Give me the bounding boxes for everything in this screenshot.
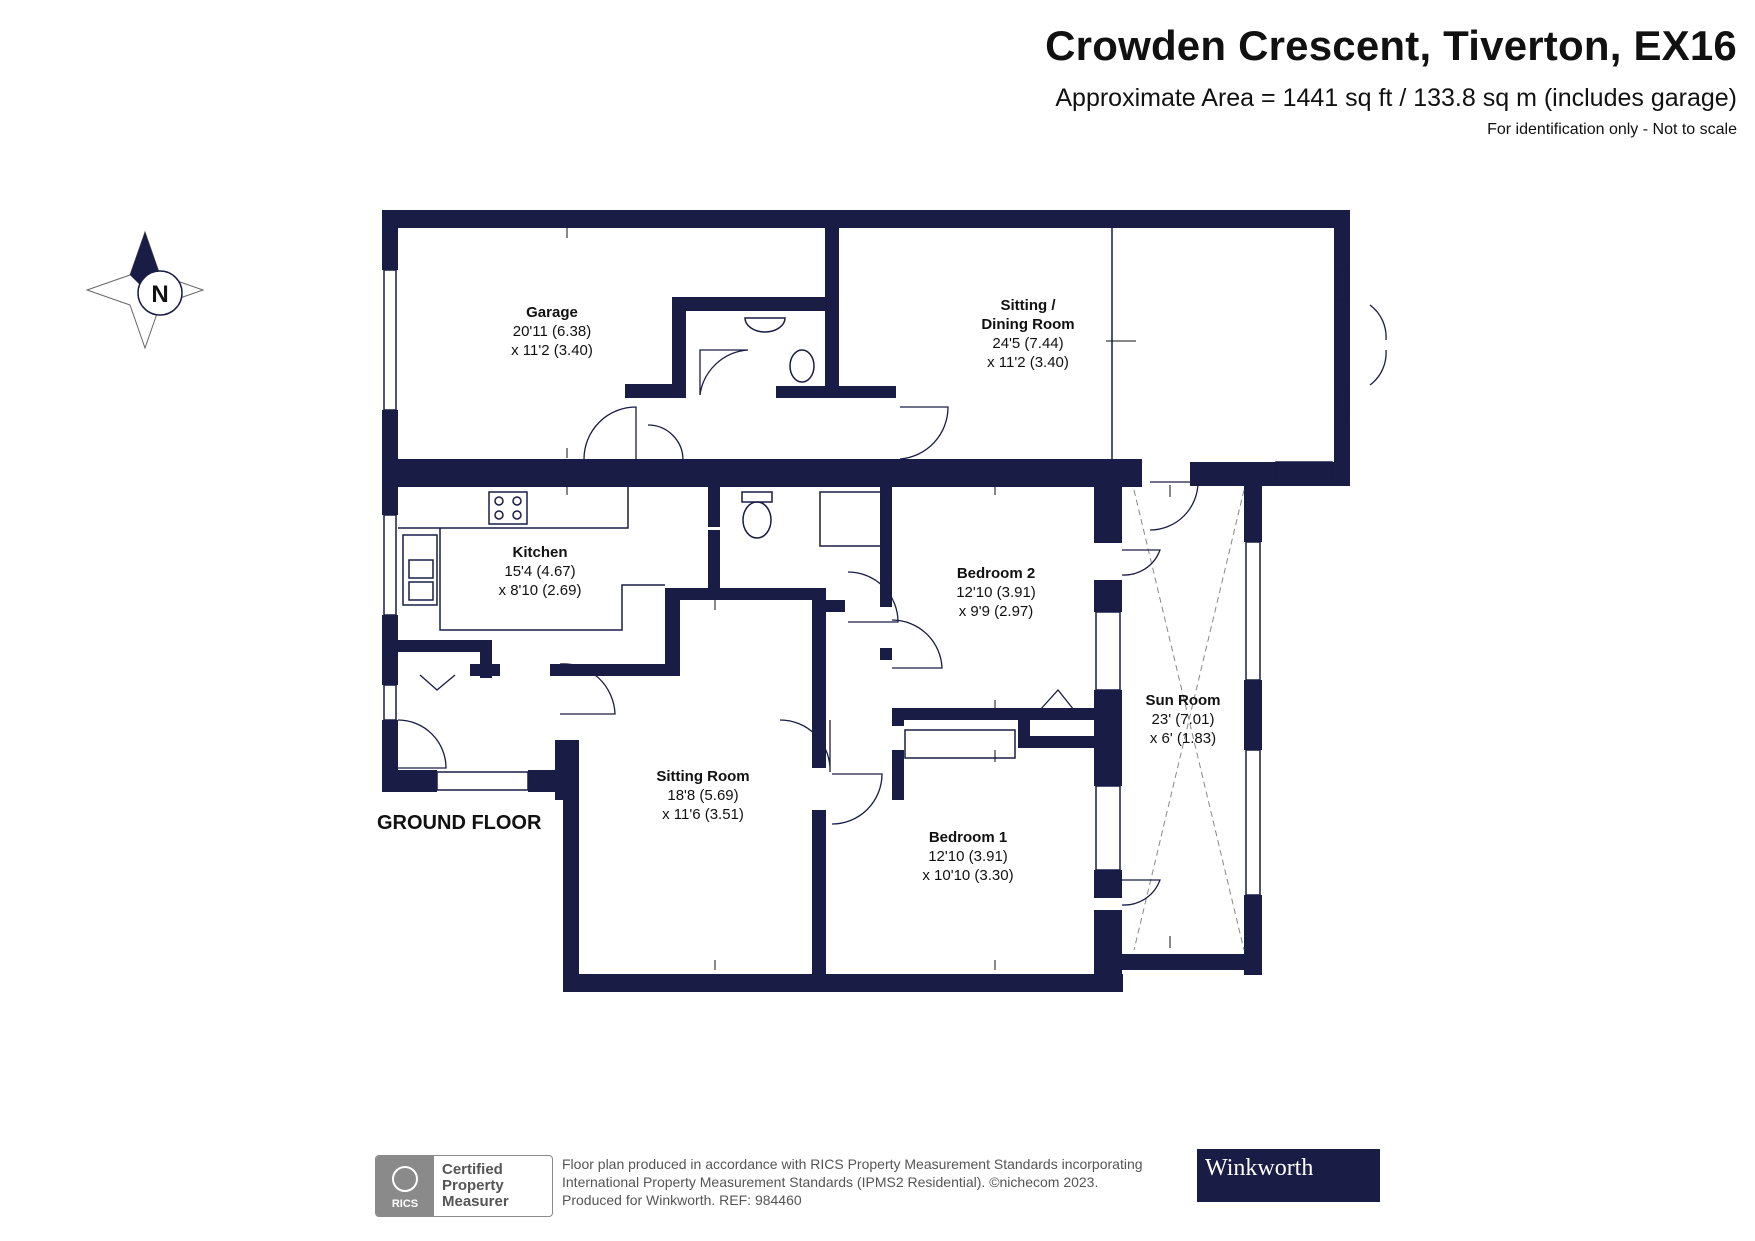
sitting-dining-dim1: 24'5 (7.44) bbox=[992, 335, 1063, 352]
sitting-room-dim2: x 11'6 (3.51) bbox=[662, 806, 744, 823]
sitting-dining-name2: Dining Room bbox=[981, 316, 1074, 333]
garage-dim1: 20'11 (6.38) bbox=[513, 323, 591, 340]
footer-line1: Floor plan produced in accordance with R… bbox=[562, 1156, 1143, 1172]
kitchen-dim2: x 8'10 (2.69) bbox=[499, 582, 582, 599]
rics-logo-icon: RICS bbox=[376, 1156, 434, 1216]
property-title: Crowden Crescent, Tiverton, EX16 bbox=[1045, 22, 1737, 69]
rics-badge: RICS Certified Property Measurer bbox=[375, 1155, 553, 1217]
footer-line2: International Property Measurement Stand… bbox=[562, 1174, 1099, 1190]
kitchen-dim1: 15'4 (4.67) bbox=[504, 563, 575, 580]
rics-label: RICS bbox=[391, 1198, 419, 1210]
kitchen-name: Kitchen bbox=[512, 544, 567, 561]
fixtures bbox=[383, 228, 1349, 961]
sitting-dining-dim2: x 11'2 (3.40) bbox=[987, 354, 1069, 371]
cert-line1: Certified bbox=[442, 1161, 503, 1178]
garage-name: Garage bbox=[526, 304, 578, 321]
measurement-arrows bbox=[566, 228, 1171, 970]
cert-line3: Measurer bbox=[442, 1193, 509, 1210]
footer-line3: Produced for Winkworth. REF: 984460 bbox=[562, 1192, 802, 1208]
certified-measurer-text: Certified Property Measurer bbox=[434, 1156, 517, 1216]
winkworth-logo: Winkworth bbox=[1197, 1149, 1380, 1202]
sitting-dining-name1: Sitting / bbox=[1001, 297, 1057, 314]
rics-emblem-icon bbox=[392, 1166, 418, 1192]
sun-room-name: Sun Room bbox=[1146, 692, 1221, 709]
disclaimer-note: For identification only - Not to scale bbox=[1487, 121, 1737, 138]
cert-line2: Property bbox=[442, 1177, 504, 1194]
bedroom1-name: Bedroom 1 bbox=[929, 829, 1007, 846]
bedroom1-dim2: x 10'10 (3.30) bbox=[922, 867, 1013, 884]
sitting-room-dim1: 18'8 (5.69) bbox=[667, 787, 738, 804]
sitting-room-name: Sitting Room bbox=[656, 768, 749, 785]
compass-n-label: N bbox=[151, 281, 168, 308]
garage-dim2: x 11'2 (3.40) bbox=[511, 342, 593, 359]
compass-rose-icon: N bbox=[85, 230, 205, 350]
sun-room-dim1: 23' (7.01) bbox=[1152, 711, 1215, 728]
sun-room-dim2: x 6' (1.83) bbox=[1150, 730, 1216, 747]
bedroom1-dim1: 12'10 (3.91) bbox=[928, 848, 1008, 865]
room-labels: Garage 20'11 (6.38) x 11'2 (3.40) Sittin… bbox=[499, 297, 1221, 884]
bedroom2-name: Bedroom 2 bbox=[957, 565, 1035, 582]
bedroom2-dim2: x 9'9 (2.97) bbox=[959, 603, 1034, 620]
approximate-area: Approximate Area = 1441 sq ft / 133.8 sq… bbox=[1055, 84, 1737, 112]
floor-label: GROUND FLOOR bbox=[377, 812, 542, 834]
footer-text: Floor plan produced in accordance with R… bbox=[562, 1155, 1143, 1209]
bedroom2-dim1: 12'10 (3.91) bbox=[956, 584, 1036, 601]
walls bbox=[382, 210, 1350, 992]
door-swings bbox=[397, 304, 1387, 906]
